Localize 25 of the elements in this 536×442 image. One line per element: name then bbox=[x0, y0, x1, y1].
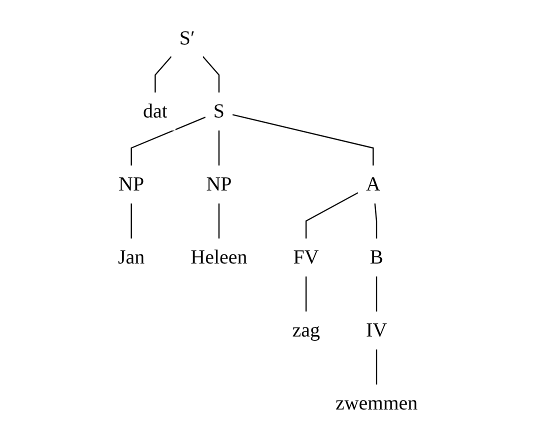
connector bbox=[218, 204, 220, 238]
node-text: B bbox=[370, 246, 384, 268]
connector bbox=[306, 192, 358, 238]
node-text: NP bbox=[118, 174, 144, 196]
connector bbox=[376, 276, 378, 312]
node-text: NP bbox=[206, 174, 232, 196]
node-text: FV bbox=[293, 246, 320, 268]
node-text: IV bbox=[366, 320, 388, 342]
connector bbox=[218, 130, 220, 166]
connector bbox=[376, 350, 378, 384]
node-text: Heleen bbox=[190, 246, 248, 268]
node-text: zag bbox=[292, 320, 320, 342]
node-text: S′ bbox=[180, 28, 196, 50]
connector bbox=[374, 203, 378, 238]
connector bbox=[232, 114, 374, 166]
connector bbox=[202, 56, 220, 92]
connector bbox=[130, 116, 206, 166]
connector bbox=[130, 204, 132, 238]
node-text: zwemmen bbox=[336, 392, 418, 414]
node-text: A bbox=[366, 174, 381, 196]
connector bbox=[306, 276, 307, 312]
node-text: Jan bbox=[118, 246, 145, 268]
connector bbox=[154, 56, 172, 92]
node-text: dat bbox=[143, 100, 168, 122]
node-text: S bbox=[214, 100, 225, 122]
